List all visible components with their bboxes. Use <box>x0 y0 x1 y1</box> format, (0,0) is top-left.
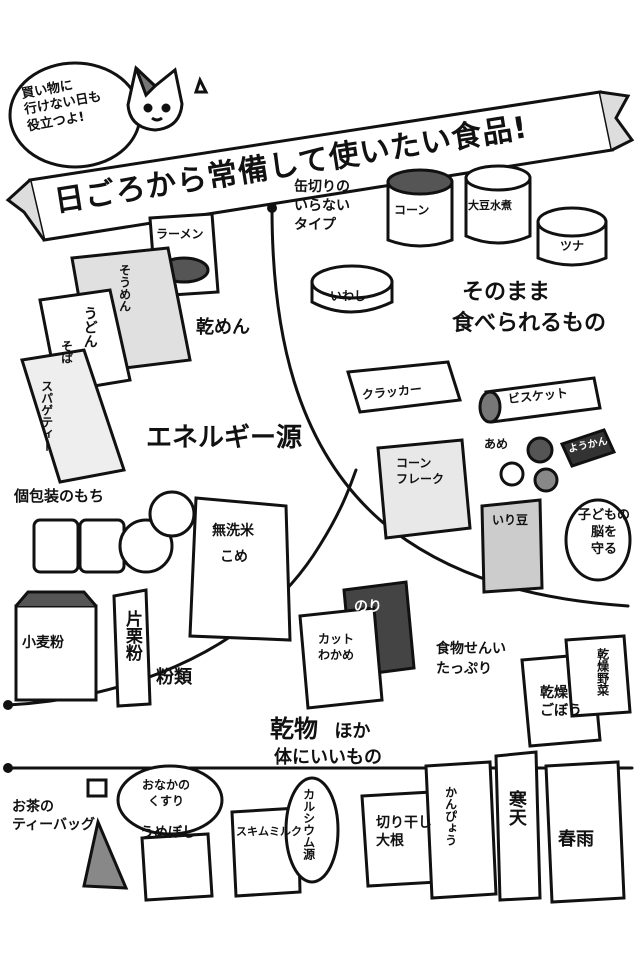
umeboshi-label: うめぼし <box>140 825 196 841</box>
flour-group <box>14 588 152 708</box>
corn-can-label: コーン <box>394 203 430 217</box>
tuna-can-label: ツナ <box>560 239 585 253</box>
tea-label: お茶の ティーバッグ <box>12 798 95 834</box>
soybean-can-label: 大豆水煮 <box>468 199 512 212</box>
harusame-label: 春雨 <box>558 829 594 850</box>
kanten-label: 寒天 <box>505 790 527 826</box>
katakuri-label: 片栗粉 <box>121 610 142 661</box>
brain-note-line-2: 脳を <box>591 524 618 540</box>
mochi-label: 個包装のもち <box>14 487 105 505</box>
dried-goods-group <box>298 580 632 904</box>
dried-burdock-label: 乾燥 ごぼう <box>540 684 582 720</box>
nori-label: のり <box>354 599 382 615</box>
no-opener-line-3: タイプ <box>294 216 336 233</box>
candy-label: あめ <box>484 437 509 451</box>
cornflakes-line-1: コーン <box>396 456 432 470</box>
ready-to-eat-heading: そのまま 食べられるもの <box>452 278 606 340</box>
bottom-items-group <box>82 764 340 902</box>
brain-note: 子どもの 脳を 守る <box>578 508 630 559</box>
kanpyo-label: かんぴょう <box>443 786 458 846</box>
wakame-line-2: わかめ <box>318 647 355 662</box>
calcium-label: カルシウム源 <box>301 788 316 860</box>
burdock-line-2: ごぼう <box>540 703 582 720</box>
noodle-group <box>20 212 220 484</box>
flours-heading: 粉類 <box>156 667 192 688</box>
medicine-line-2: くすり <box>148 793 185 808</box>
brain-note-line-1: 子どもの <box>578 508 631 523</box>
somen-label: そうめん <box>117 264 132 312</box>
dried-heading: 乾物 ほか <box>270 716 370 742</box>
daikon-label: 切り干し 大根 <box>376 814 432 850</box>
dried-subheading: 体にいいもの <box>274 747 382 768</box>
no-opener-line-2: いらない <box>294 197 350 214</box>
burdock-line-1: 乾燥 <box>540 685 568 701</box>
roasted-beans-label: いり豆 <box>492 513 529 527</box>
dried-heading-other: ほか <box>334 721 371 742</box>
energy-heading: エネルギー源 <box>146 423 303 453</box>
flour-label: 小麦粉 <box>22 635 64 651</box>
dried-heading-main: 乾物 <box>270 715 318 743</box>
brain-note-line-3: 守る <box>591 541 618 557</box>
skim-milk-label: スキムミルク <box>236 825 302 838</box>
no-opener-note: 缶切りの いらない タイプ <box>294 178 350 235</box>
divider-dot-bottom <box>3 763 13 773</box>
ready-heading-line-1: そのまま <box>462 280 551 305</box>
ready-heading-line-2: 食べられるもの <box>452 310 607 336</box>
divider-dot-left <box>3 700 13 710</box>
wakame-line-1: カット <box>318 632 355 646</box>
medicine-line-1: おなかの <box>142 778 191 792</box>
canned-food-group <box>310 164 608 314</box>
soba-label: そば <box>59 340 74 364</box>
fiber-note-line-1: 食物せんい <box>436 641 506 657</box>
mochi-rice-group <box>32 490 292 642</box>
sardine-can-label: いわし <box>330 289 367 303</box>
udon-label: うどん <box>81 306 98 348</box>
wakame-label: カット わかめ <box>318 632 354 663</box>
rice-label: 無洗米 <box>212 523 254 539</box>
title-ribbon <box>5 90 635 242</box>
cat-icon <box>126 65 209 132</box>
cornflakes-label: コーン フレーク <box>396 456 444 487</box>
daikon-line-1: 切り干し <box>376 815 432 831</box>
rice-bag-label: こめ <box>220 549 248 565</box>
tea-line-1: お茶の <box>12 799 54 815</box>
dried-noodles-label: 乾めん <box>196 317 250 338</box>
ramen-label: ラーメン <box>156 227 204 241</box>
fiber-note-line-2: たっぷり <box>436 660 492 677</box>
spaghetti-label: スパゲティー <box>39 380 54 452</box>
medicine-bubble: おなかの くすり <box>142 778 190 809</box>
dried-vegetables-label: 乾燥野菜 <box>595 648 610 696</box>
cornflakes-line-2: フレーク <box>396 471 445 486</box>
fiber-note: 食物せんい たっぷり <box>436 640 506 679</box>
no-opener-line-1: 缶切りの <box>294 179 350 195</box>
snack-group <box>346 360 632 594</box>
divider-curve-right <box>270 206 630 608</box>
tea-line-2: ティーバッグ <box>12 817 96 834</box>
daikon-line-2: 大根 <box>376 833 404 850</box>
